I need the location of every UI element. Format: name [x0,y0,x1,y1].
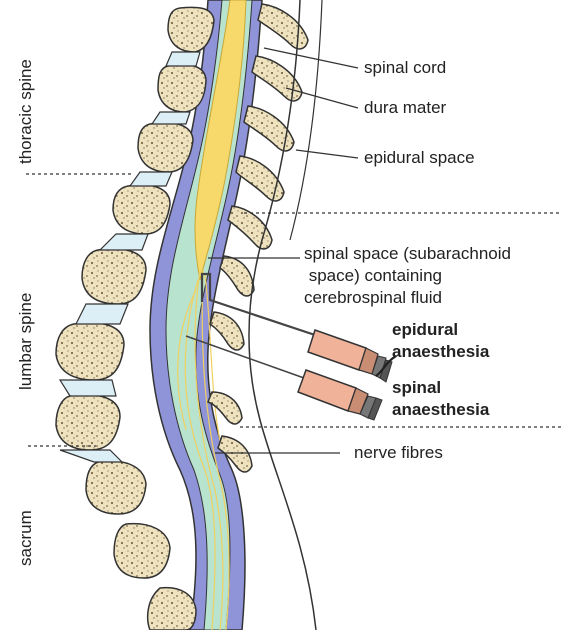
region-label-sacrum: sacrum [16,510,36,566]
label-epidural-anaesthesia-1: epidural [392,320,458,340]
label-subarachnoid-line1: spinal space (subarachnoid [304,244,511,264]
label-spinal-cord: spinal cord [364,58,446,78]
label-subarachnoid-line3: cerebrospinal fluid [304,288,442,308]
label-nerve-fibres: nerve fibres [354,443,443,463]
label-epidural-anaesthesia-2: anaesthesia [392,342,489,362]
label-subarachnoid-line2: space) containing [304,266,442,286]
region-label-lumbar: lumbar spine [16,293,36,390]
label-epidural-space: epidural space [364,148,475,168]
label-spinal-anaesthesia-2: anaesthesia [392,400,489,420]
region-label-thoracic: thoracic spine [16,59,36,164]
label-spinal-anaesthesia-1: spinal [392,378,441,398]
spinal-syringe [298,370,382,420]
label-dura-mater: dura mater [364,98,446,118]
